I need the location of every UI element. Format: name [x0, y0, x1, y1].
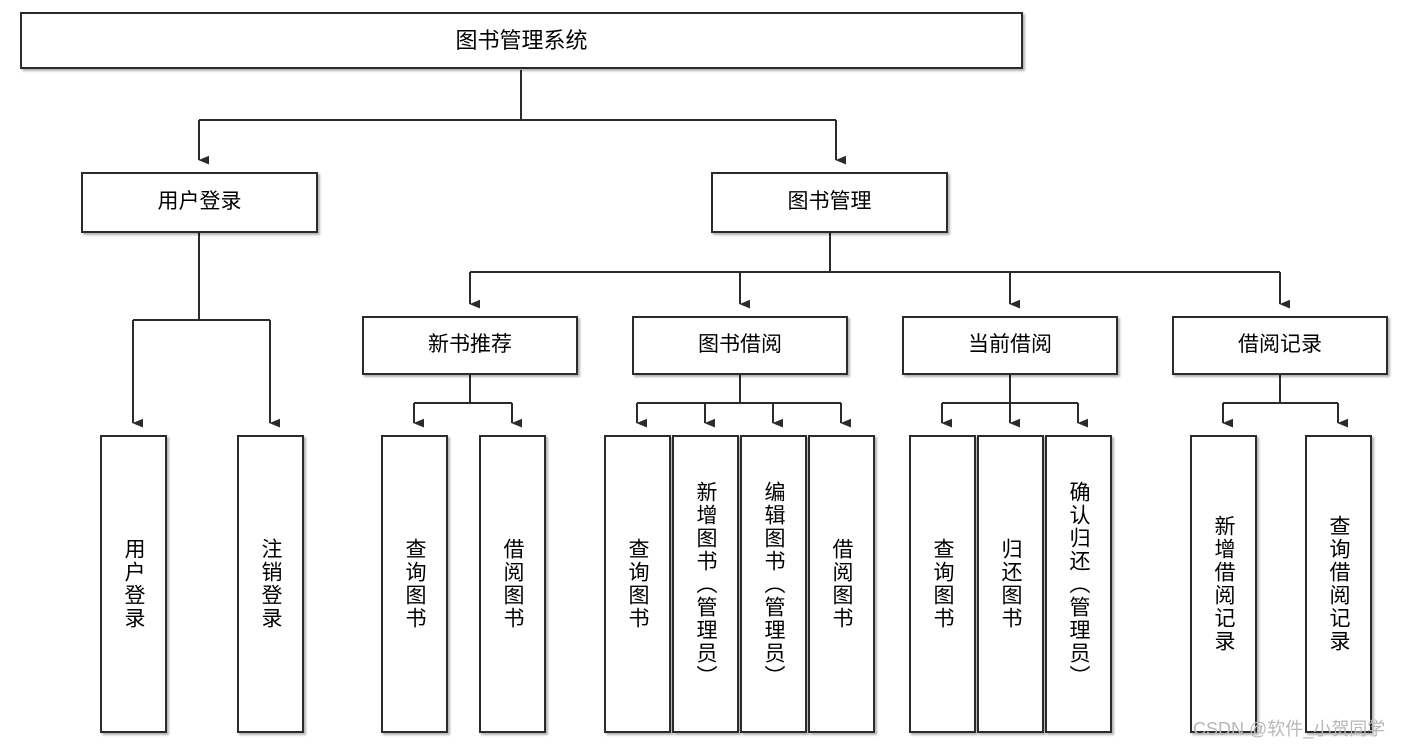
node-label: 编辑图书（管理员）	[762, 480, 785, 688]
node-label: 图书借阅	[698, 333, 782, 357]
leaf-user-login[interactable]: 用户登录	[100, 435, 167, 733]
node-label: 查询图书	[403, 538, 426, 630]
node-book-borrowing[interactable]: 图书借阅	[632, 316, 848, 375]
node-label: 查询图书	[626, 538, 649, 630]
node-label: 用户登录	[157, 190, 242, 214]
node-label: 新书推荐	[428, 333, 512, 357]
node-label: 查询借阅记录	[1327, 515, 1350, 653]
node-label: 查询图书	[931, 538, 954, 630]
node-label: 图书管理	[787, 190, 872, 214]
leaf-return-book[interactable]: 归还图书	[977, 435, 1044, 733]
node-label: 借阅图书	[501, 538, 524, 630]
node-label: 新增借阅记录	[1212, 515, 1235, 653]
node-label: 归还图书	[999, 538, 1022, 630]
node-label: 当前借阅	[968, 333, 1052, 357]
node-label: 借阅图书	[830, 538, 853, 630]
leaf-query-book-current[interactable]: 查询图书	[909, 435, 976, 733]
node-current-borrowing[interactable]: 当前借阅	[902, 316, 1118, 375]
leaf-add-book-admin[interactable]: 新增图书（管理员）	[672, 435, 739, 733]
leaf-query-book-recommendation[interactable]: 查询图书	[381, 435, 448, 733]
node-user-login[interactable]: 用户登录	[81, 172, 318, 233]
leaf-query-borrowing-record[interactable]: 查询借阅记录	[1305, 435, 1372, 733]
leaf-confirm-return-admin[interactable]: 确认归还（管理员）	[1045, 435, 1112, 733]
node-borrowing-records[interactable]: 借阅记录	[1172, 316, 1388, 375]
node-root-book-management-system[interactable]: 图书管理系统	[20, 12, 1023, 69]
leaf-edit-book-admin[interactable]: 编辑图书（管理员）	[740, 435, 807, 733]
leaf-query-book-borrowing[interactable]: 查询图书	[604, 435, 671, 733]
leaf-user-logout[interactable]: 注销登录	[237, 435, 304, 733]
leaf-borrow-book-recommendation[interactable]: 借阅图书	[479, 435, 546, 733]
node-label: 新增图书（管理员）	[694, 480, 717, 688]
leaf-add-borrowing-record[interactable]: 新增借阅记录	[1190, 435, 1257, 733]
node-label: 图书管理系统	[455, 27, 588, 53]
node-label: 注销登录	[259, 538, 282, 630]
node-new-book-recommendation[interactable]: 新书推荐	[362, 316, 578, 375]
leaf-borrow-book-borrowing[interactable]: 借阅图书	[808, 435, 875, 733]
node-label: 用户登录	[122, 538, 145, 630]
node-label: 确认归还（管理员）	[1067, 480, 1090, 688]
node-label: 借阅记录	[1238, 333, 1322, 357]
node-book-management[interactable]: 图书管理	[711, 172, 948, 233]
